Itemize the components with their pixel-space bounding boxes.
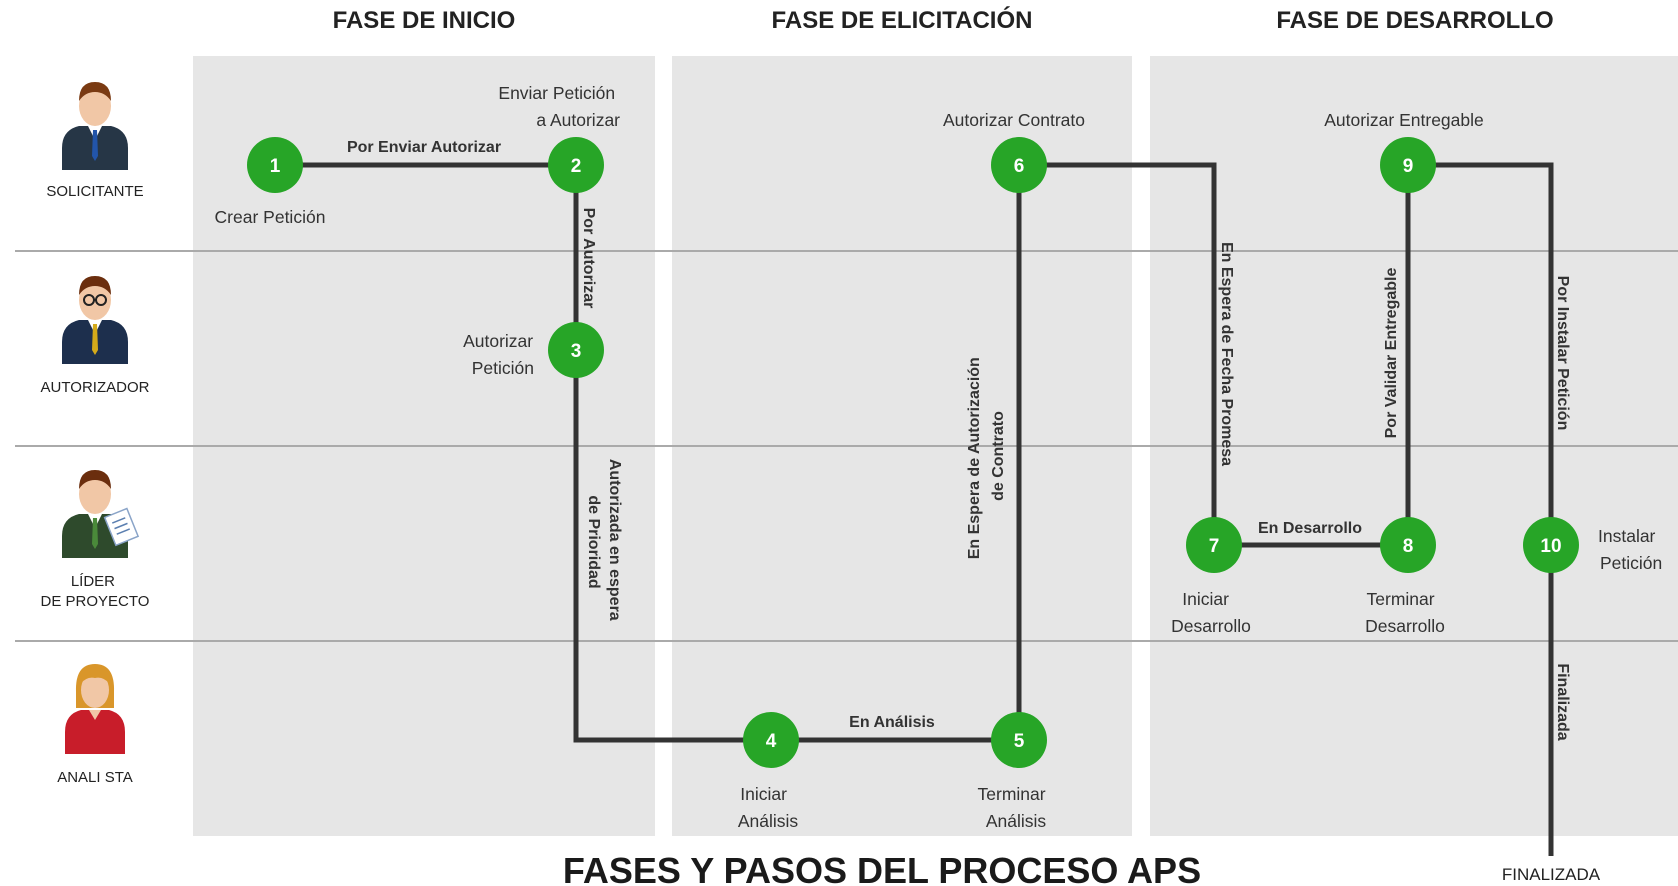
connector-9-10 (1408, 162, 1554, 545)
step-label-line: Autorizar (463, 331, 533, 351)
step-label-1: Crear Petición (215, 207, 326, 227)
person-woman-icon (65, 664, 125, 754)
step-label-4: Iniciar Análisis (738, 784, 799, 831)
role-label-line: ANALI STA (57, 769, 133, 786)
step-number: 1 (270, 156, 281, 177)
transition-label-line: Finalizada (1554, 663, 1571, 740)
step-label-line: Desarrollo (1365, 616, 1445, 636)
step-number: 2 (571, 156, 582, 177)
transition-label-line: de Contrato (990, 411, 1007, 501)
step-label-7: Iniciar Desarrollo (1171, 589, 1251, 636)
role-label-line: LÍDER (71, 573, 115, 590)
transition-label-line: Autorizada en espera (606, 459, 623, 621)
role-label-lider-proyecto: LÍDER DE PROYECTO (41, 573, 150, 610)
transition-label-7-8: En Desarrollo (1258, 520, 1362, 537)
role-label-solicitante: SOLICITANTE (46, 183, 143, 200)
step-label-line: Iniciar (740, 784, 787, 804)
transition-label-6-7: En Espera de Fecha Promesa (1218, 242, 1235, 466)
transition-label-line: Por Instalar Petición (1554, 276, 1571, 431)
transition-label-line: En Desarrollo (1258, 520, 1362, 537)
transition-label-line: Por Autorizar (580, 208, 597, 309)
step-label-8: Terminar Desarrollo (1365, 589, 1445, 636)
step-number: 6 (1014, 156, 1025, 177)
step-label-line: Terminar (978, 784, 1046, 804)
step-label-line: Autorizar Contrato (943, 110, 1085, 130)
transition-label-9-10: Por Instalar Petición (1554, 276, 1571, 431)
step-node-9: 9 (1380, 137, 1436, 193)
role-label-analista: ANALI STA (57, 769, 133, 786)
diagram-title: FASES Y PASOS DEL PROCESO APS (563, 850, 1201, 886)
transition-label-line: de Prioridad (585, 495, 602, 588)
step-label-9: Autorizar Entregable (1324, 110, 1484, 130)
step-label-line: Autorizar Entregable (1324, 110, 1484, 130)
role-label-line: AUTORIZADOR (41, 379, 150, 396)
step-label-10: Instalar Petición (1598, 526, 1662, 573)
step-number: 9 (1403, 156, 1414, 177)
transition-label-10-end: Finalizada (1554, 663, 1571, 740)
person-documents-icon (62, 470, 140, 558)
transition-label-4-5: En Análisis (849, 714, 935, 731)
connector-3-4 (573, 350, 771, 743)
transition-label-1-2: Por Enviar Autorizar (347, 139, 501, 156)
step-label-2: Enviar Petición a Autorizar (498, 83, 620, 130)
step-node-2: 2 (548, 137, 604, 193)
step-node-8: 8 (1380, 517, 1436, 573)
step-label-5: Terminar Análisis (978, 784, 1051, 831)
step-label-line: Iniciar (1182, 589, 1229, 609)
phase-title-desarrollo: FASE DE DESARROLLO (1276, 7, 1553, 34)
step-node-7: 7 (1186, 517, 1242, 573)
person-glasses-icon (62, 276, 128, 364)
step-label-line: Petición (472, 358, 534, 378)
step-number: 5 (1014, 731, 1025, 752)
step-node-10: 10 (1523, 517, 1579, 573)
step-number: 7 (1209, 536, 1220, 557)
step-node-4: 4 (743, 712, 799, 768)
step-number: 8 (1403, 536, 1414, 557)
step-label-3: Autorizar Petición (463, 331, 538, 378)
step-label-line: Instalar (1598, 526, 1656, 546)
step-label-line: Terminar (1367, 589, 1435, 609)
transition-label-5-6: En Espera de Autorización de Contrato (966, 353, 1007, 560)
step-node-6: 6 (991, 137, 1047, 193)
phase-title-elicitacion: FASE DE ELICITACIÓN (772, 6, 1033, 34)
transition-label-2-3: Por Autorizar (580, 208, 597, 309)
step-label-line: Análisis (738, 811, 799, 831)
step-number: 4 (766, 731, 777, 752)
step-label-line: Desarrollo (1171, 616, 1251, 636)
role-label-line: DE PROYECTO (41, 593, 150, 610)
transition-label-line: En Espera de Autorización (966, 357, 983, 559)
step-label-line: a Autorizar (536, 110, 620, 130)
connector-6-7 (1019, 162, 1217, 545)
connector-paths (275, 162, 1554, 856)
transition-label-line: Por Validar Entregable (1383, 268, 1400, 439)
phase-title-inicio: FASE DE INICIO (333, 7, 516, 34)
step-label-line: Crear Petición (215, 207, 326, 227)
person-suit-icon (62, 82, 128, 170)
step-label-6: Autorizar Contrato (943, 110, 1085, 130)
step-number: 10 (1540, 536, 1561, 557)
role-label-autorizador: AUTORIZADOR (41, 379, 150, 396)
step-label-line: Análisis (986, 811, 1047, 831)
transition-label-line: Por Enviar Autorizar (347, 139, 501, 156)
transition-label-3-4: Autorizada en espera de Prioridad (585, 459, 623, 625)
role-label-line: SOLICITANTE (46, 183, 143, 200)
step-node-3: 3 (548, 322, 604, 378)
step-number: 3 (571, 341, 582, 362)
transition-label-line: En Análisis (849, 714, 935, 731)
step-node-5: 5 (991, 712, 1047, 768)
step-label-line: Enviar Petición (498, 83, 615, 103)
transition-label-line: En Espera de Fecha Promesa (1218, 242, 1235, 466)
end-state-label: FINALIZADA (1502, 865, 1601, 884)
step-node-1: 1 (247, 137, 303, 193)
transition-label-8-9: Por Validar Entregable (1383, 268, 1400, 439)
step-label-line: Petición (1600, 553, 1662, 573)
